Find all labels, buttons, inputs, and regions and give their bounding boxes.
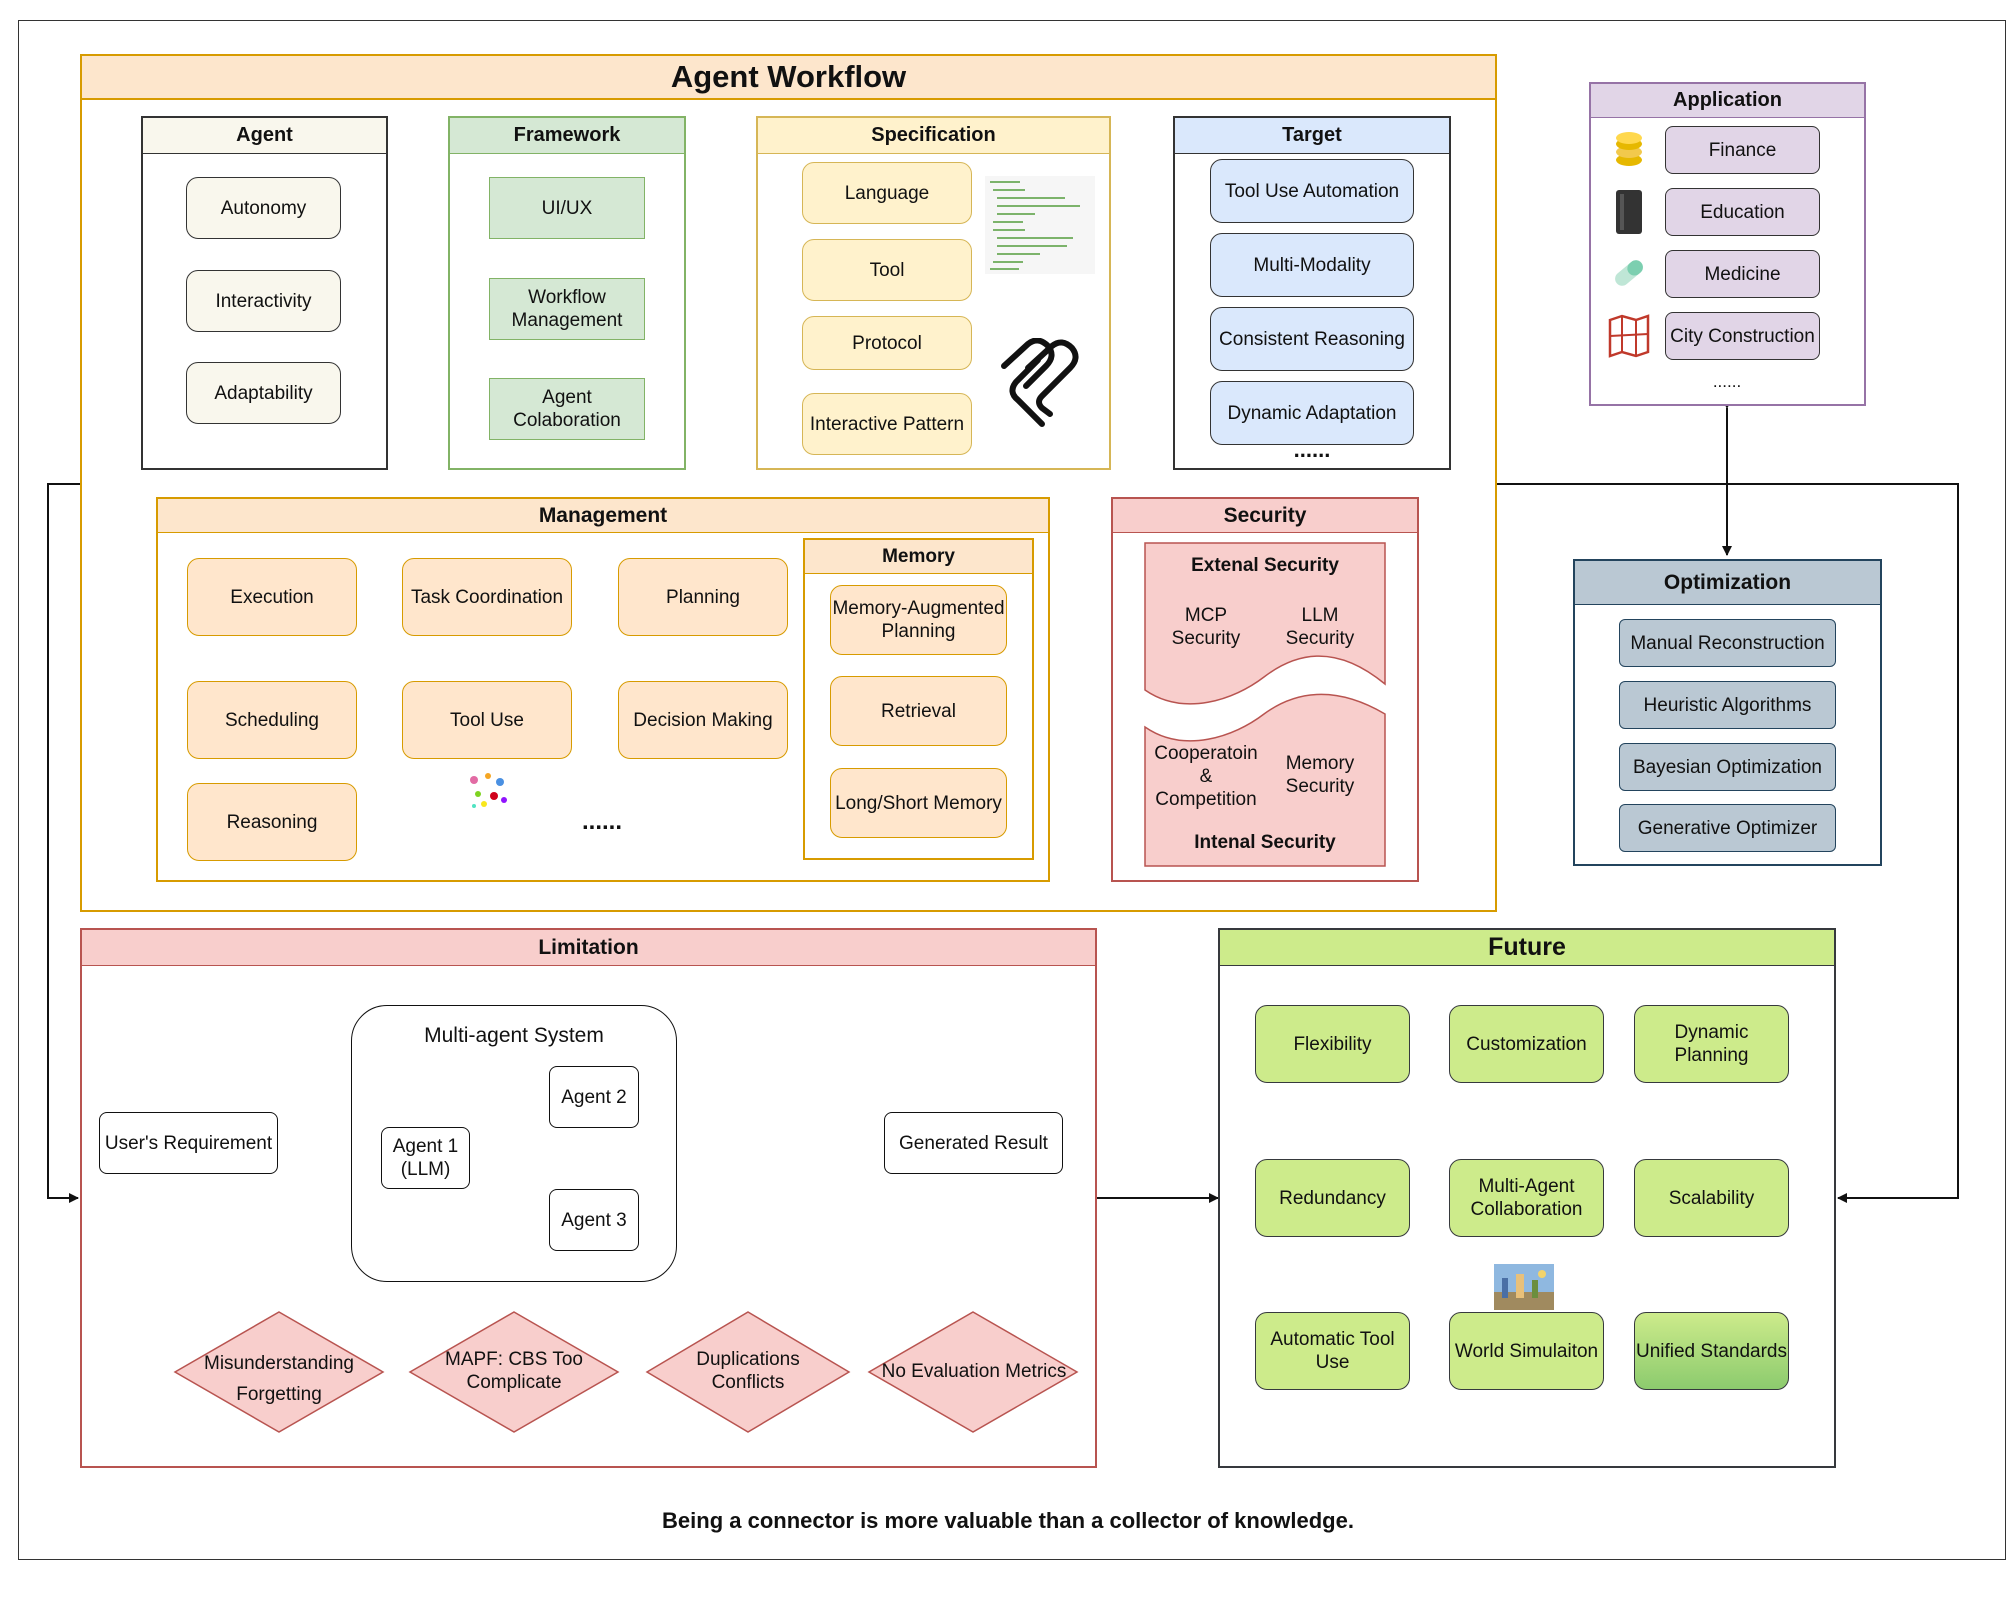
mgmt-reasoning: Reasoning <box>187 783 357 861</box>
framework-uiux: UI/UX <box>489 177 645 239</box>
mapf-diamond <box>408 1311 620 1433</box>
memory-panel-title: Memory <box>805 540 1032 574</box>
target-tool-use-automation: Tool Use Automation <box>1210 159 1414 223</box>
issue-no-metrics: No Evaluation Metrics <box>881 1361 1067 1382</box>
tools-cluster-icon <box>470 773 507 808</box>
opt-generative-optimizer: Generative Optimizer <box>1619 804 1836 852</box>
app-more-ellipsis: ...... <box>1712 372 1742 391</box>
coins-icon <box>1616 132 1642 166</box>
memory-augmented-planning: Memory-Augmented Planning <box>830 585 1007 655</box>
agent2-box: Agent 2 <box>549 1066 639 1128</box>
framework-panel-title: Framework <box>450 118 684 154</box>
memory-long-short: Long/Short Memory <box>830 768 1007 838</box>
issue-misunderstanding: Misunderstanding Forgetting <box>204 1353 354 1405</box>
external-security-title: Extenal Security <box>1191 555 1339 576</box>
mgmt-decision-making: Decision Making <box>618 681 788 759</box>
app-medicine: Medicine <box>1665 250 1820 298</box>
opt-bayesian-optimization: Bayesian Optimization <box>1619 743 1836 791</box>
opt-heuristic-algorithms: Heuristic Algorithms <box>1619 681 1836 729</box>
llm-security-label: LLM Security <box>1285 605 1355 649</box>
target-panel-title: Target <box>1175 118 1449 154</box>
future-multi-agent-collaboration: Multi-Agent Collaboration <box>1449 1159 1604 1237</box>
workflow-to-limitation-connector <box>47 483 80 1203</box>
future-world-simulation: World Simulaiton <box>1449 1312 1604 1390</box>
no-metrics-diamond <box>867 1311 1079 1433</box>
app-finance: Finance <box>1665 126 1820 174</box>
agent3-box: Agent 3 <box>549 1189 639 1251</box>
mgmt-tool-use: Tool Use <box>402 681 572 759</box>
framework-agent-colaboration: Agent Colaboration <box>489 378 645 440</box>
future-automatic-tool-use: Automatic Tool Use <box>1255 1312 1410 1390</box>
memory-security-label: Memory Security <box>1285 753 1355 797</box>
security-wave-shapes <box>1144 542 1386 867</box>
agent-workflow-title: Agent Workflow <box>82 56 1495 100</box>
framework-workflow-management: Workflow Management <box>489 278 645 340</box>
limitation-panel-title: Limitation <box>82 930 1095 966</box>
book-icon <box>1616 190 1642 234</box>
future-flexibility: Flexibility <box>1255 1005 1410 1083</box>
specification-panel-title: Specification <box>758 118 1109 154</box>
spec-interactive-pattern: Interactive Pattern <box>802 393 972 455</box>
generated-result-box: Generated Result <box>884 1112 1063 1174</box>
future-customization: Customization <box>1449 1005 1604 1083</box>
mgmt-more-ellipsis: ...... <box>581 808 622 835</box>
world-simulation-thumbnail <box>1494 1264 1554 1310</box>
future-unified-standards: Unified Standards <box>1634 1312 1789 1390</box>
internal-security-title: Intenal Security <box>1194 832 1336 853</box>
footer-quote: Being a connector is more valuable than … <box>662 1508 1354 1533</box>
mgmt-task-coordination: Task Coordination <box>402 558 572 636</box>
agent-autonomy: Autonomy <box>186 177 341 239</box>
spec-language: Language <box>802 162 972 224</box>
security-panel-title: Security <box>1113 499 1417 533</box>
city-map-icon <box>1608 314 1650 358</box>
future-panel-title: Future <box>1220 930 1834 966</box>
agent-adaptability: Adaptability <box>186 362 341 424</box>
duplications-diamond <box>645 1311 851 1433</box>
agent-panel-title: Agent <box>143 118 386 154</box>
optimization-panel-title: Optimization <box>1575 561 1880 605</box>
app-education: Education <box>1665 188 1820 236</box>
memory-retrieval: Retrieval <box>830 676 1007 746</box>
target-multi-modality: Multi-Modality <box>1210 233 1414 297</box>
target-consistent-reasoning: Consistent Reasoning <box>1210 307 1414 371</box>
users-requirement-box: User's Requirement <box>99 1112 278 1174</box>
mgmt-scheduling: Scheduling <box>187 681 357 759</box>
app-city-construction: City Construction <box>1665 312 1820 360</box>
cooperation-competition-label: Cooperatoin & Competition <box>1154 743 1258 810</box>
agent1-box: Agent 1 (LLM) <box>381 1127 470 1189</box>
spec-tool: Tool <box>802 239 972 301</box>
protocol-logo-icon <box>1001 338 1079 427</box>
target-more-ellipsis: ...... <box>1293 437 1331 462</box>
management-panel-title: Management <box>158 499 1048 533</box>
mgmt-planning: Planning <box>618 558 788 636</box>
application-panel-title: Application <box>1591 84 1864 118</box>
multi-agent-system-title: Multi-agent System <box>424 1024 604 1047</box>
future-redundancy: Redundancy <box>1255 1159 1410 1237</box>
mcp-security-label: MCP Security <box>1171 605 1241 649</box>
misunderstanding-diamond <box>173 1311 385 1433</box>
outer-frame <box>18 20 2006 1560</box>
issue-mapf: MAPF: CBS Too Complicate <box>445 1349 583 1393</box>
spec-protocol: Protocol <box>802 316 972 370</box>
issue-duplications: Duplications Conflicts <box>696 1349 800 1393</box>
pill-icon <box>1615 260 1643 286</box>
future-dynamic-planning: Dynamic Planning <box>1634 1005 1789 1083</box>
future-scalability: Scalability <box>1634 1159 1789 1237</box>
agent-interactivity: Interactivity <box>186 270 341 332</box>
mgmt-execution: Execution <box>187 558 357 636</box>
xml-code-thumbnail <box>985 176 1095 274</box>
target-dynamic-adaptation: Dynamic Adaptation <box>1210 381 1414 445</box>
opt-manual-reconstruction: Manual Reconstruction <box>1619 619 1836 667</box>
